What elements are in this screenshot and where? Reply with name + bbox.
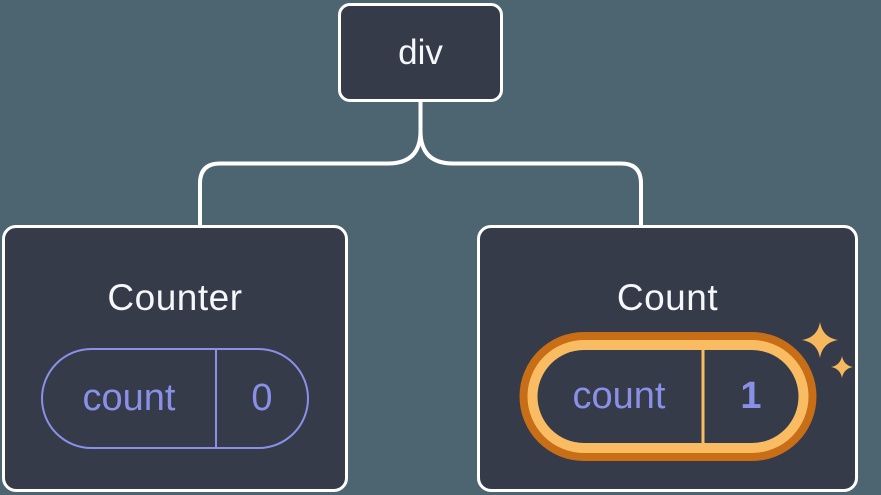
state-pill-highlighted: count 1 <box>527 340 808 453</box>
root-node-div: div <box>338 3 503 102</box>
state-pill-highlight-ring: count 1 <box>519 332 816 461</box>
state-key: count <box>537 350 704 443</box>
component-card-count: Count count 1 <box>477 225 858 492</box>
component-title: Count <box>616 277 719 318</box>
component-title: Counter <box>107 277 243 318</box>
sparkle-icon-large <box>802 322 838 358</box>
state-value: 0 <box>251 377 273 419</box>
state-pill: count 0 <box>41 348 309 449</box>
root-node-label: div <box>398 32 443 72</box>
connector-right-branch <box>418 102 643 226</box>
component-card-counter: Counter count 0 <box>2 225 348 492</box>
sparkle-icon-small <box>831 356 853 378</box>
state-key: count <box>43 350 217 447</box>
state-value: 1 <box>740 375 762 417</box>
connector-left-branch <box>198 102 423 226</box>
